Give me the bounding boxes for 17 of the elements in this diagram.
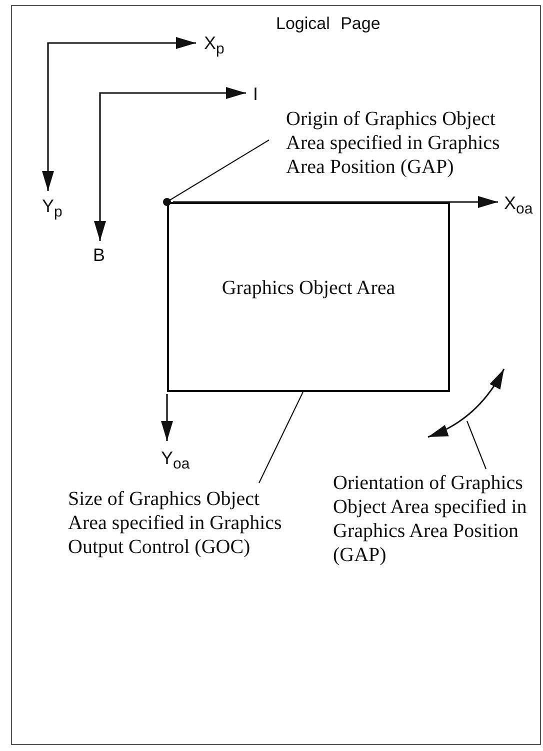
axis-label: X$_{oa}$ xyxy=(504,194,533,217)
callout-text: Origin of Graphics Object Area specified in Graphics Area Position (GAP) xyxy=(286,107,522,179)
axis-label: Y$_{oa}$ xyxy=(161,449,190,472)
leader-line xyxy=(258,392,304,484)
origin-dot xyxy=(163,198,171,206)
page-title: Logical Page xyxy=(276,15,380,32)
object-area-rectangle xyxy=(167,202,450,392)
axis-label: X$_{p}$ xyxy=(204,34,224,57)
axis-label: I xyxy=(253,85,258,103)
callout-text: Orientation of Graphics Object Area specified in Graphics Area Position (GAP) xyxy=(333,471,540,567)
axis-label: B xyxy=(93,246,106,264)
page-frame xyxy=(11,5,541,745)
area-label: Graphics Object Area xyxy=(220,276,396,300)
axis-label: Y$_{p}$ xyxy=(42,197,62,220)
leader-line xyxy=(466,420,487,470)
leader-line xyxy=(170,140,270,200)
callout-text: Size of Graphics Object Area specified in Graphics Output Control (GOC) xyxy=(68,487,296,559)
